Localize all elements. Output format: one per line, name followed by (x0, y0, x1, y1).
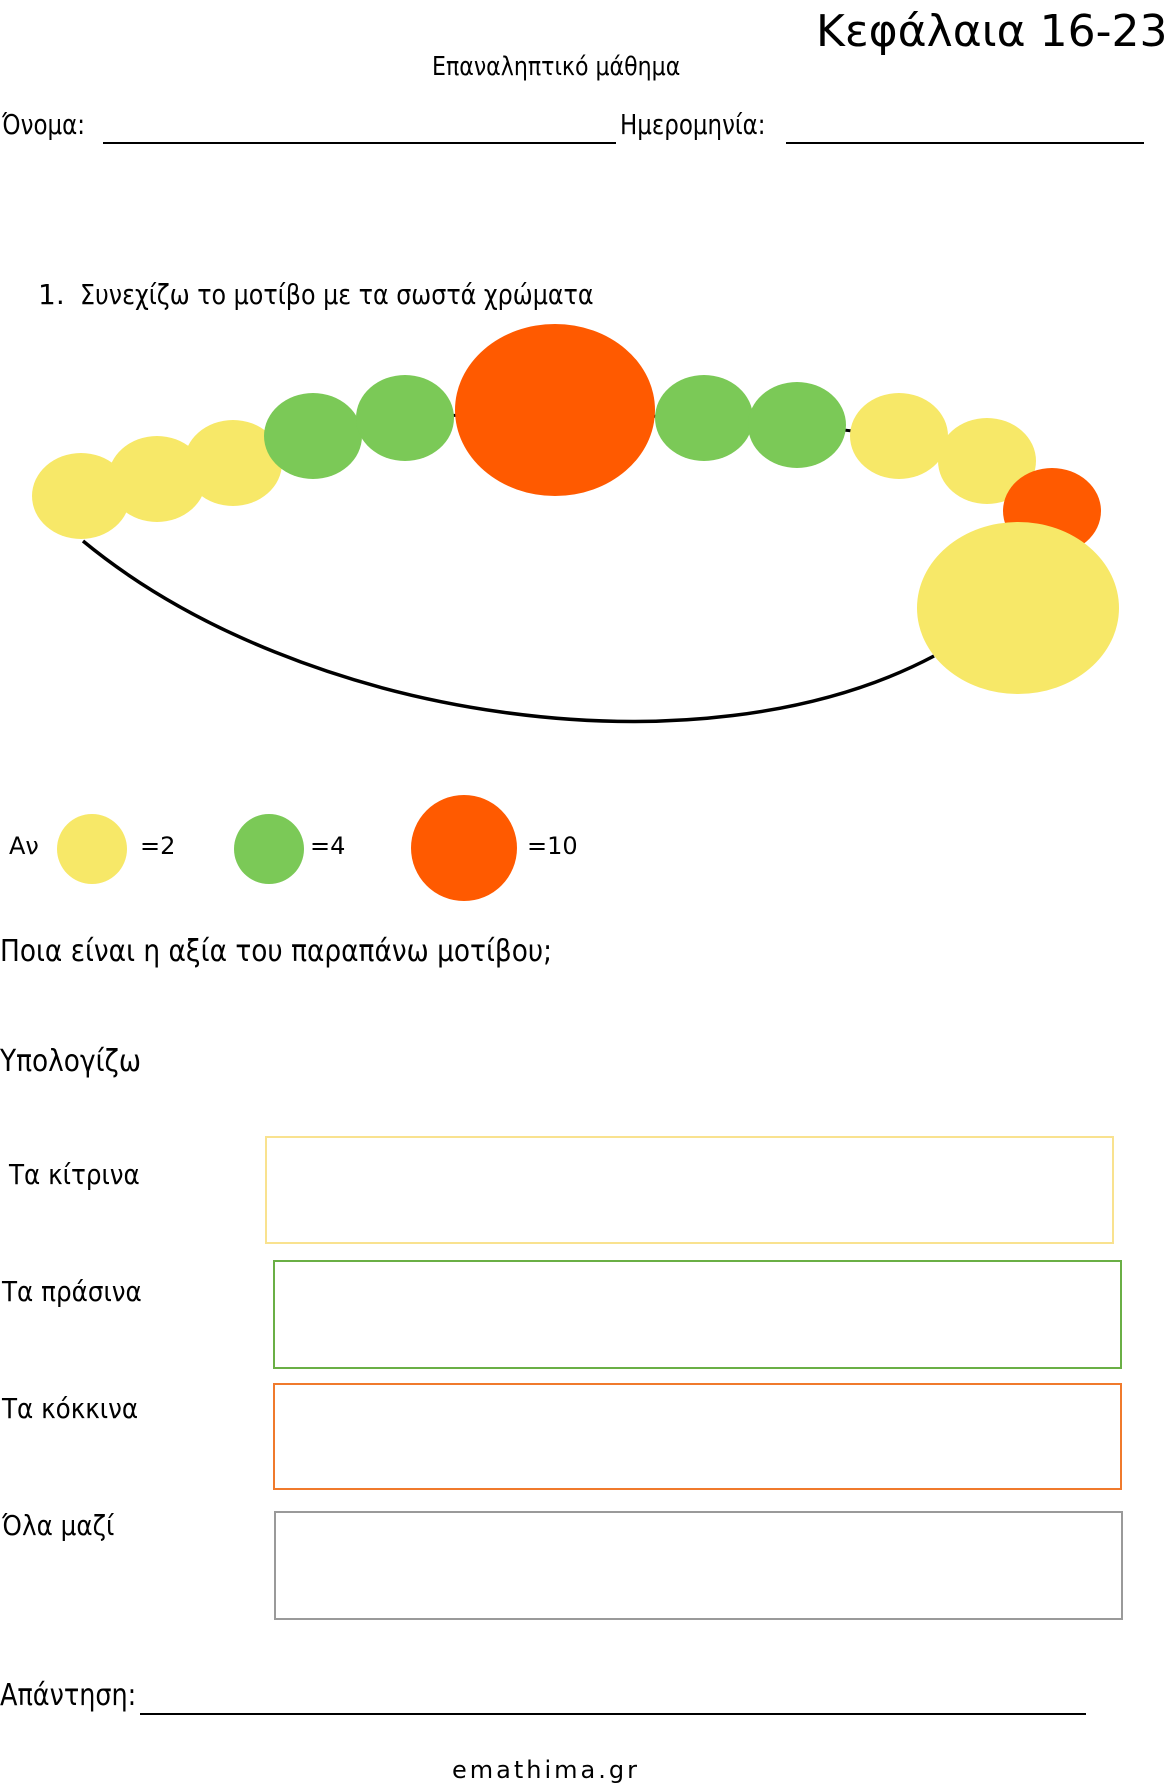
date-input-line[interactable] (786, 142, 1144, 144)
row-label-all: Όλα μαζί (2, 1509, 115, 1542)
row-label-yellow: Τα κίτρινα (9, 1158, 140, 1191)
bead-yellow (938, 418, 1036, 504)
calc-heading: Υπολογίζω (0, 1044, 141, 1079)
answer-box-all[interactable] (274, 1511, 1123, 1620)
answer-box-green[interactable] (273, 1260, 1122, 1369)
answer-box-yellow[interactable] (265, 1136, 1114, 1244)
name-input-line[interactable] (103, 142, 616, 144)
bead-yellow (917, 522, 1119, 694)
bead-yellow (850, 393, 948, 479)
bead-orange (455, 324, 655, 496)
legend-orange-value: =10 (527, 832, 578, 860)
row-label-orange: Τα κόκκινα (2, 1392, 139, 1425)
bead-green (264, 393, 362, 479)
answer-input-line[interactable] (140, 1713, 1086, 1715)
bead-yellow (108, 436, 206, 522)
lesson-subtitle: Επαναληπτικό μάθημα (432, 52, 681, 82)
bead-green (655, 375, 753, 461)
legend-green-circle (234, 814, 304, 884)
bead-green (748, 382, 846, 468)
exercise-instruction: Συνεχίζω το μοτίβο με τα σωστά χρώματα (80, 278, 594, 311)
legend-orange-circle (411, 795, 517, 901)
legend-if-label: Αν (9, 832, 39, 860)
legend-yellow-value: =2 (140, 832, 176, 860)
question-text: Ποια είναι η αξία του παραπάνω μοτίβου; (0, 934, 553, 969)
legend-yellow-circle (57, 814, 127, 884)
date-label: Ημερομηνία: (620, 108, 766, 141)
legend-green-value: =4 (310, 832, 346, 860)
bead-yellow (184, 420, 282, 506)
chapters-title: Κεφάλαια 16-23 (816, 6, 1168, 57)
answer-label: Απάντηση: (0, 1678, 137, 1713)
bead-green (356, 375, 454, 461)
bead-yellow (32, 453, 130, 539)
row-label-green: Τα πράσινα (2, 1275, 142, 1308)
answer-box-orange[interactable] (273, 1383, 1122, 1490)
name-label: Όνομα: (2, 108, 86, 141)
footer-site: emathima.gr (452, 1756, 640, 1784)
exercise-number: 1. (38, 278, 65, 311)
bead-string (81, 539, 935, 724)
